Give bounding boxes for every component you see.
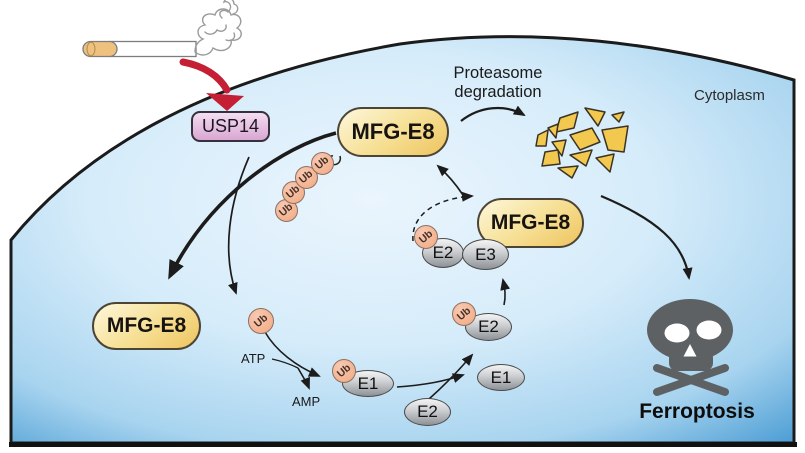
ferroptosis-label: Ferroptosis [639, 400, 755, 423]
node-e2-charged: E2 [465, 313, 512, 341]
ub-on-e1: Ub [332, 359, 356, 383]
atp-connector [271, 358, 299, 369]
ub-on-complex: Ub [414, 225, 438, 249]
amp-label: AMP [292, 394, 321, 409]
degraded-protein-fragments-icon [535, 107, 629, 179]
smoke-icon [194, 0, 242, 56]
arrow-ube1-to-e1 [396, 373, 465, 388]
node-e1-free: E1 [477, 364, 525, 391]
node-mfge8-ubiquitinated: MFG-E8 [337, 107, 449, 157]
node-mfge8-free: MFG-E8 [92, 302, 201, 350]
arrow-free-ub [227, 156, 250, 295]
node-usp14: USP14 [191, 111, 270, 142]
arrow-fragments-to-ferroptosis [600, 194, 693, 280]
ub-chain-2: Ub [294, 165, 318, 189]
ub-on-e2: Ub [452, 302, 476, 326]
inhibition-arrow [179, 58, 244, 111]
node-e1-charged: E1 [342, 370, 394, 397]
arrow-ube2-to-e3 [500, 278, 511, 306]
skull-crossbones-icon [647, 299, 733, 396]
ub-chain-1: Ub [310, 151, 334, 175]
arrow-ub-to-e1 [264, 331, 321, 377]
cytoplasm-label: Cytoplasm [694, 87, 765, 104]
arrow-deubiquitinated-mfge8 [168, 131, 337, 280]
arrow-e2-to-ube2 [428, 353, 474, 400]
arrow-complex-to-mfge8 [436, 164, 464, 196]
cigarette-icon [82, 40, 197, 58]
ub-free: Ub [248, 308, 274, 334]
node-e3: E3 [462, 239, 509, 270]
node-e2-free: E2 [404, 398, 451, 426]
arrow-proteasome [460, 105, 526, 122]
arrow-amp [297, 367, 310, 390]
proteasome-degradation-label: Proteasome degradation [453, 64, 543, 101]
atp-label: ATP [241, 351, 266, 366]
